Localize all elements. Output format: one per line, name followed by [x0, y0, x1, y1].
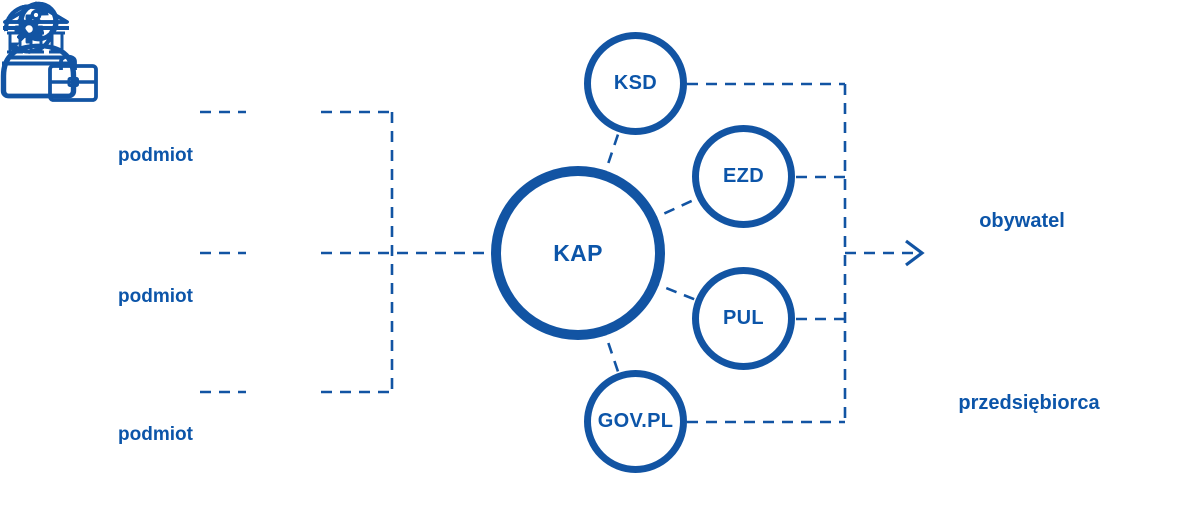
node-pul: PUL [692, 267, 795, 370]
briefcase-icon [48, 54, 98, 102]
recipient-label-citizen: obywatel [979, 210, 1065, 232]
source-label: podmiot [118, 145, 193, 166]
node-kap: KAP [491, 166, 665, 340]
recipient-label-entrepreneur: przedsiębiorca [958, 392, 1100, 414]
node-govpl: GOV.PL [584, 370, 687, 473]
node-ksd: KSD [584, 32, 687, 135]
person-briefcase-icon [1, 1, 98, 102]
arrow-right-icon [845, 239, 925, 267]
node-ezd-label: EZD [723, 165, 764, 187]
node-kap-label: KAP [553, 239, 603, 266]
node-ezd: EZD [692, 125, 795, 228]
source-label: podmiot [118, 286, 193, 307]
source-label: podmiot [118, 424, 193, 445]
node-govpl-label: GOV.PL [597, 410, 674, 432]
node-pul-label: PUL [723, 307, 764, 329]
node-ksd-label: KSD [613, 72, 658, 94]
